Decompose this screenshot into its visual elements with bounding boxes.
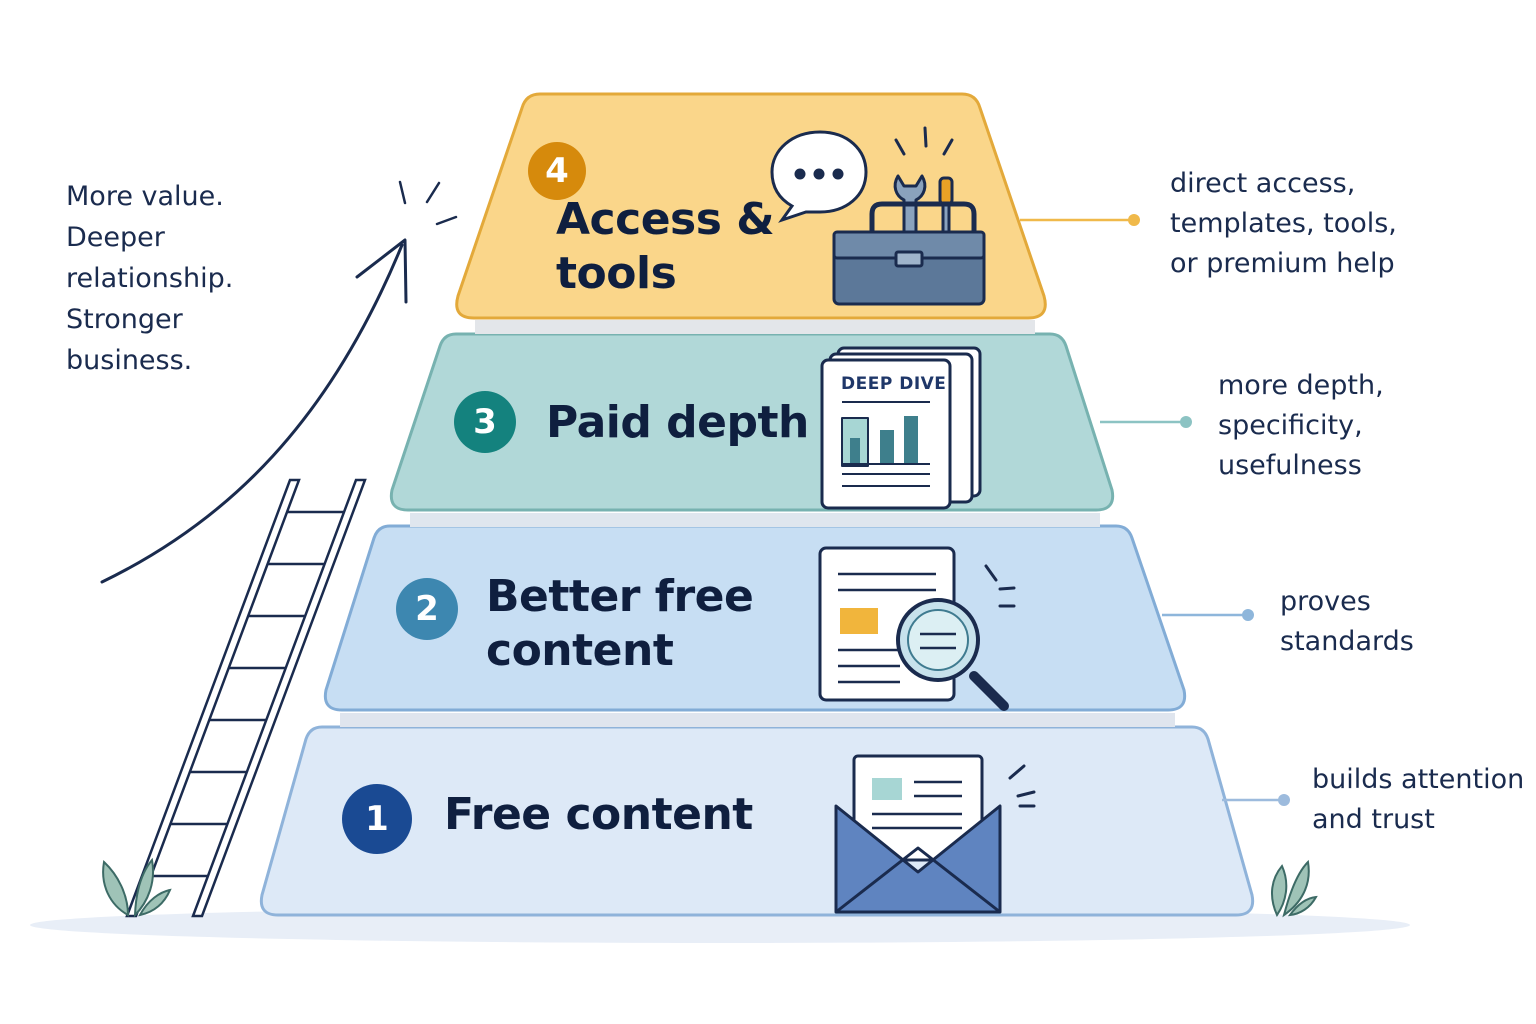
tier-1-title: Free content	[444, 789, 753, 840]
tier-4-number-badge: 4	[528, 142, 586, 200]
tier-3-note: more depth, specificity, usefulness	[1218, 370, 1384, 481]
tier-1-2-gap	[340, 713, 1175, 727]
tier-1-fill	[259, 725, 1255, 917]
tier-4-title: Access & tools	[556, 194, 775, 299]
magnifier-document-icon	[818, 546, 1016, 711]
tier-1-note: builds attention and trust	[1312, 764, 1525, 835]
deep-dive-label: DEEP DIVE	[841, 374, 947, 394]
connector-4-dot	[1128, 214, 1140, 226]
toolbox-icon	[832, 126, 986, 306]
tier-3-4-gap	[475, 320, 1035, 334]
connector-lines	[1020, 214, 1290, 806]
connector-3-dot	[1180, 416, 1192, 428]
tier-2-note: proves standards	[1280, 586, 1414, 657]
tier-1-shape	[259, 725, 1255, 917]
tier-2-title: Better free content	[486, 571, 754, 676]
ladder-icon	[125, 478, 367, 918]
deep-dive-report-icon	[820, 346, 982, 510]
upward-arrow-icon	[100, 180, 458, 584]
envelope-icon	[834, 754, 1036, 914]
plant-icon	[102, 857, 172, 918]
tier-1-number-badge: 1	[342, 784, 412, 854]
connector-2-dot	[1242, 609, 1254, 621]
left-note: More value. Deeper relationship. Stronge…	[66, 181, 234, 376]
tier-3-number-badge: 3	[454, 391, 516, 453]
tier-4-note: direct access, templates, tools, or prem…	[1170, 168, 1397, 279]
tier-3-title: Paid depth	[546, 397, 809, 448]
tier-2-3-gap	[410, 513, 1100, 527]
speech-bubble-icon	[770, 130, 868, 223]
connector-1-dot	[1278, 794, 1290, 806]
plant-icon	[1270, 859, 1318, 918]
tier-2-number-badge: 2	[396, 578, 458, 640]
